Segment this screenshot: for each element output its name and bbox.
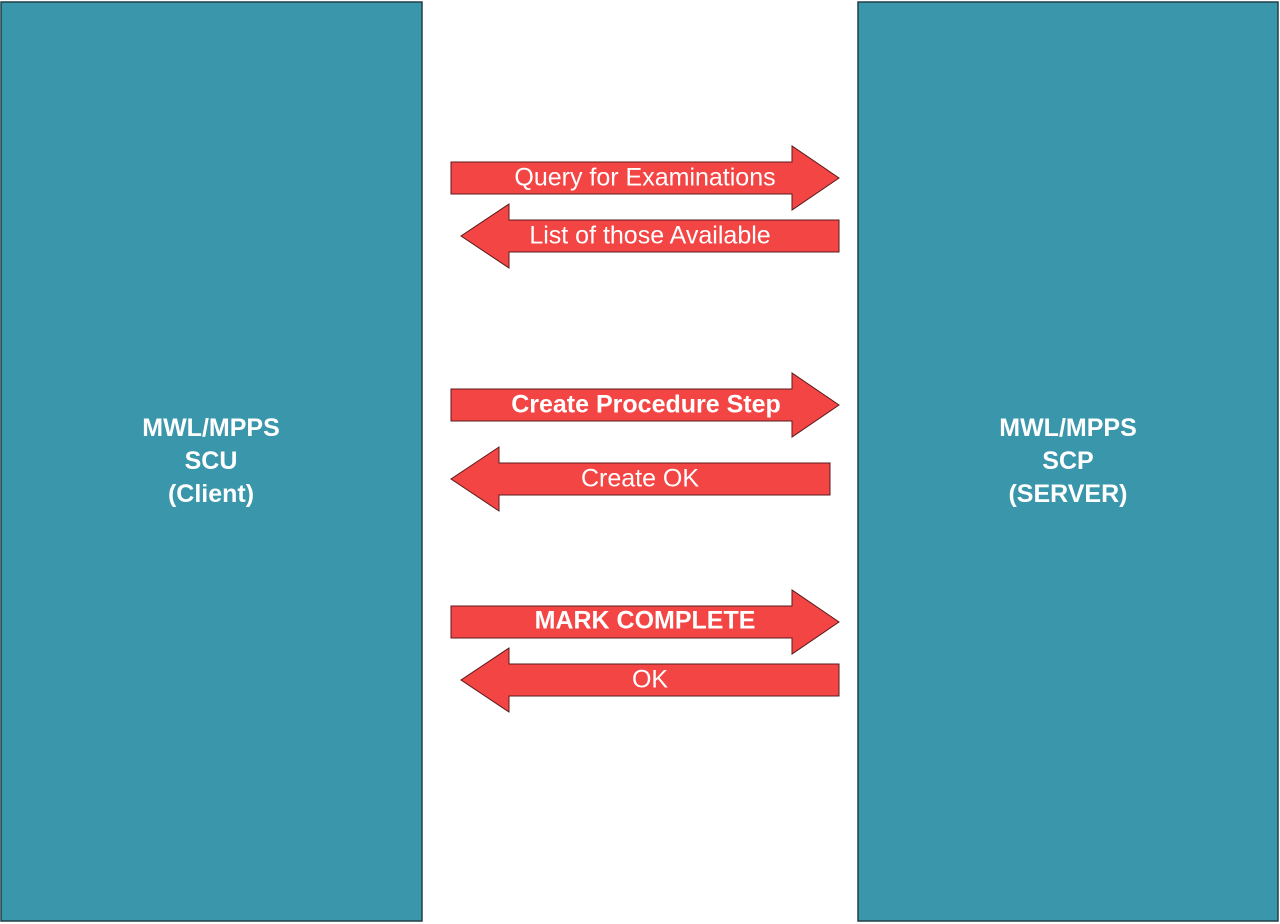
server-box: MWL/MPPS SCP (SERVER)	[857, 1, 1279, 922]
server-type: (SERVER)	[1008, 480, 1127, 508]
server-role: SCP	[1042, 447, 1093, 475]
client-type: (Client)	[168, 480, 254, 508]
arrow-ok: OK	[460, 647, 840, 713]
arrow-label: Query for Examinations	[514, 164, 775, 192]
arrow-create-procedure-step: Create Procedure Step	[450, 372, 840, 438]
arrow-label: Create Procedure Step	[511, 391, 781, 419]
arrow-label: OK	[632, 666, 668, 694]
arrow-create-ok: Create OK	[450, 446, 831, 512]
arrow-mark-complete: MARK COMPLETE	[450, 589, 840, 655]
arrow-label: Create OK	[581, 465, 699, 493]
arrow-list: List of those Available	[460, 203, 840, 269]
arrow-label: MARK COMPLETE	[535, 607, 756, 635]
client-box: MWL/MPPS SCU (Client)	[0, 1, 423, 922]
arrow-query: Query for Examinations	[450, 145, 840, 211]
client-role: SCU	[185, 447, 238, 475]
client-title: MWL/MPPS	[142, 414, 280, 442]
arrow-label: List of those Available	[529, 222, 770, 250]
server-title: MWL/MPPS	[999, 414, 1137, 442]
